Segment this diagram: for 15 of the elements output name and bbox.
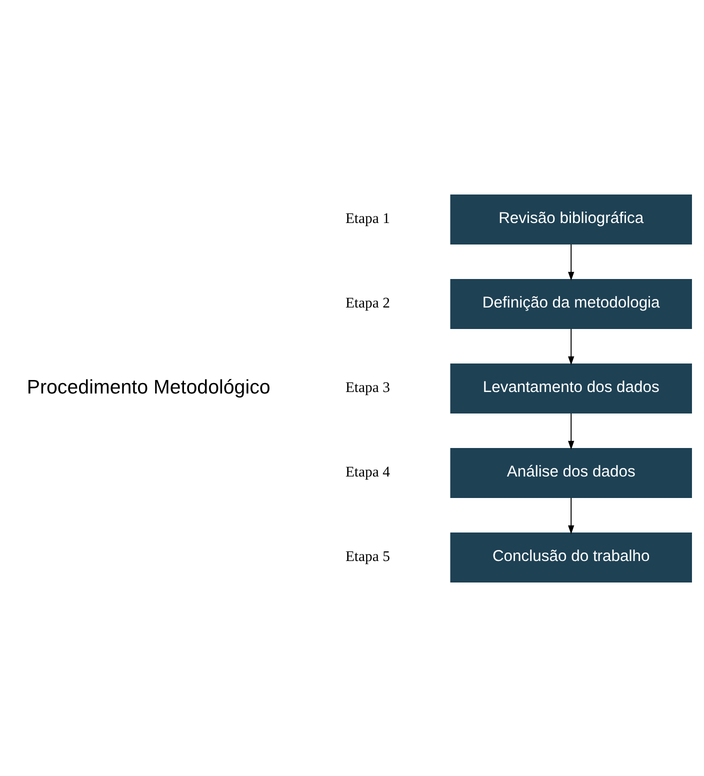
label: Etapa 1: [345, 210, 390, 226]
node-box: Conclusão do trabalho: [450, 532, 692, 582]
node-box: Revisão bibliográfica: [450, 194, 692, 244]
label: Etapa 3: [345, 379, 390, 396]
node-box: Levantamento dos dados: [450, 362, 692, 414]
node-box: Análise dos dados: [450, 447, 692, 498]
arrow: [568, 328, 574, 365]
label: Etapa 2: [345, 294, 390, 311]
arrow: [568, 496, 574, 534]
arrow: [568, 412, 574, 450]
label: Etapa 5: [345, 548, 390, 564]
label: Procedimento Metodológico: [26, 376, 270, 398]
node-box: Definição da metodologia: [450, 278, 692, 329]
label: Etapa 4: [345, 464, 390, 480]
arrow: [568, 243, 574, 280]
